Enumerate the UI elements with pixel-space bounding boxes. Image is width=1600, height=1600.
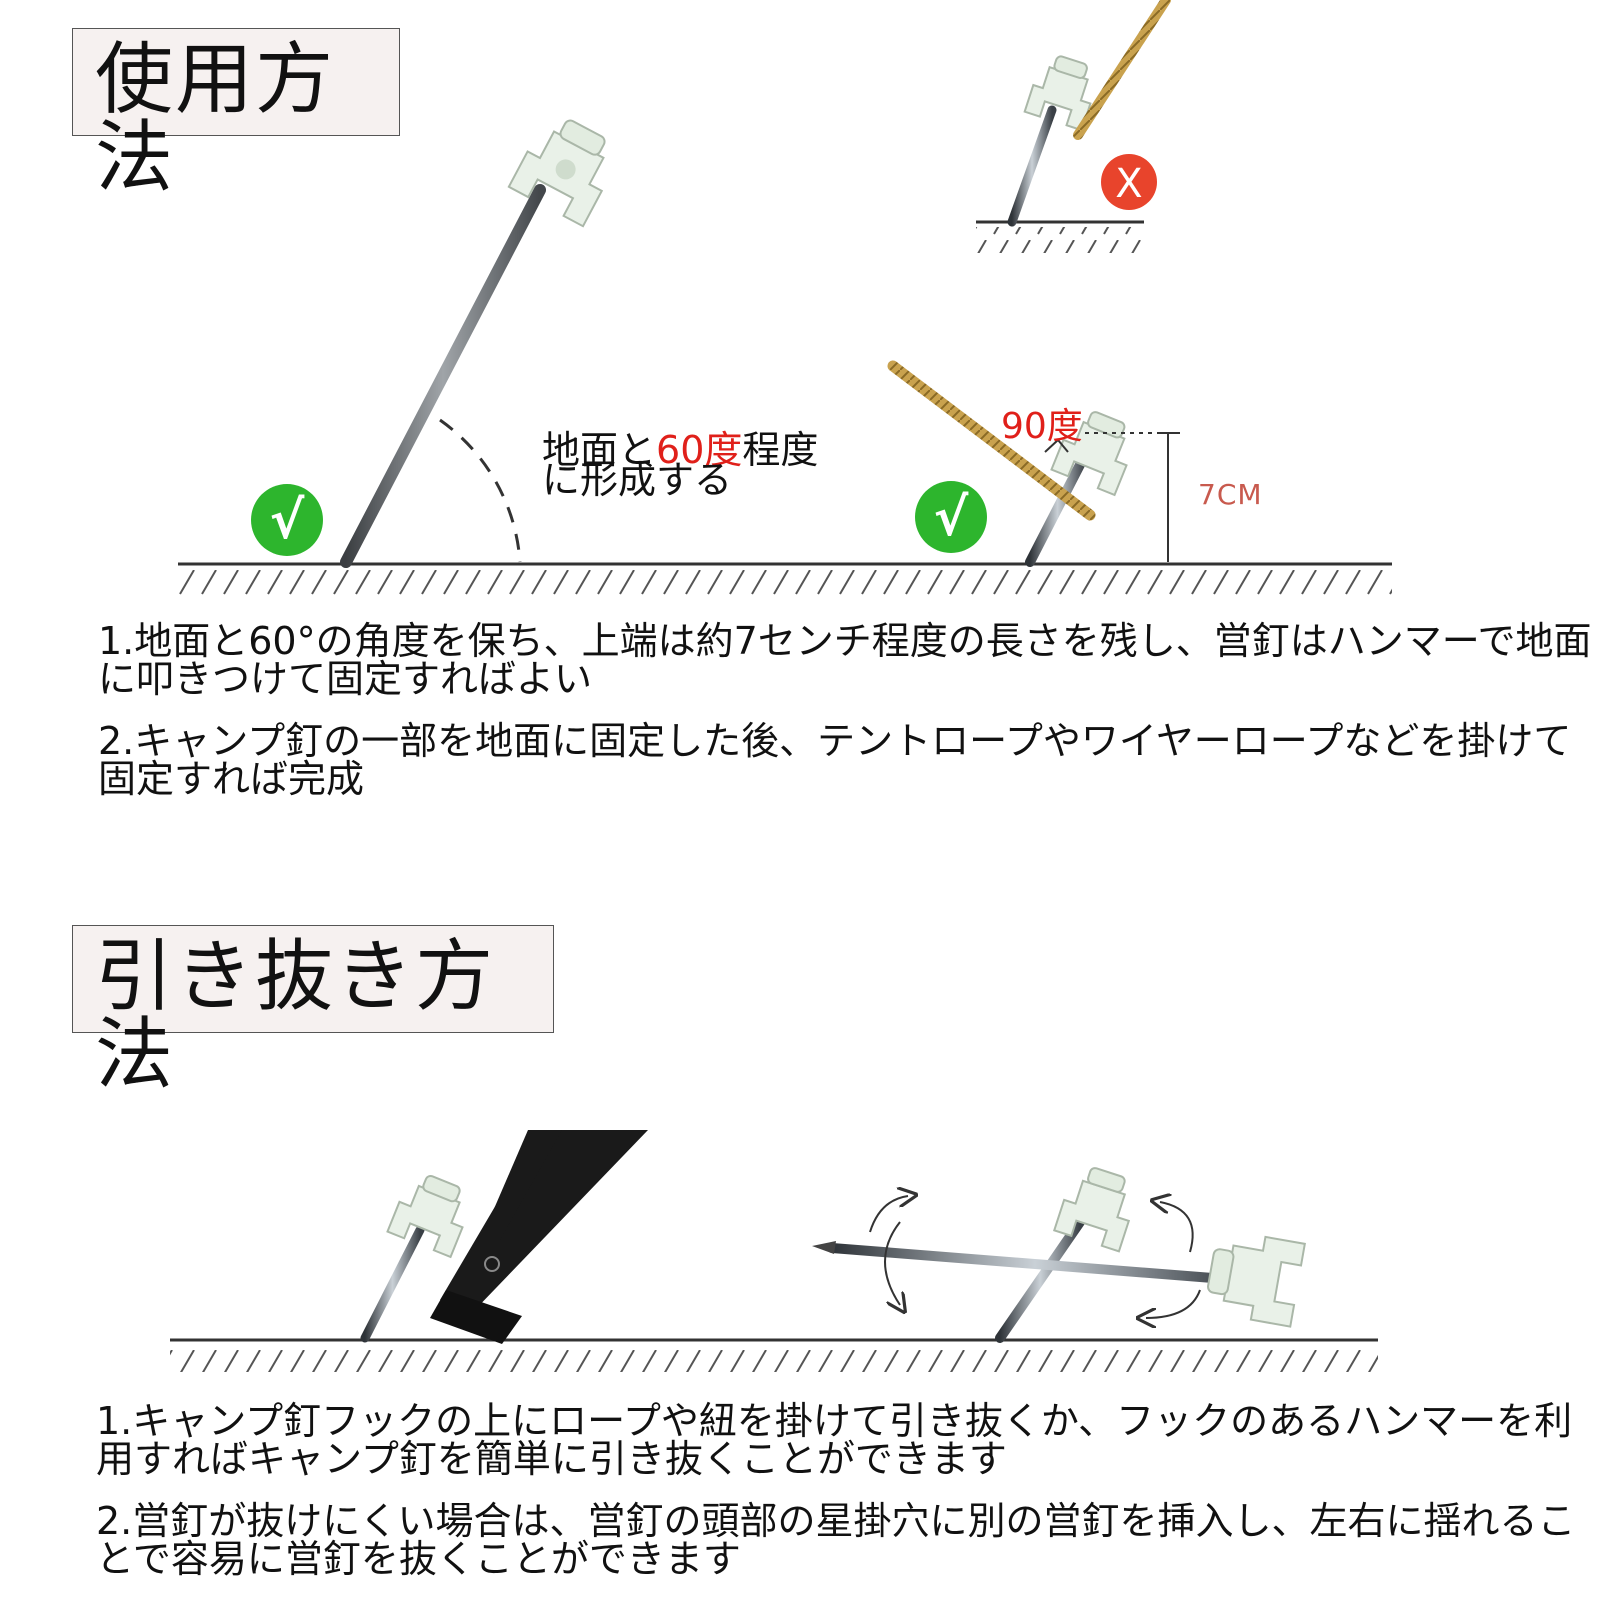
section-title-usage: 使用方法 xyxy=(72,28,400,197)
peg-60-degree xyxy=(340,119,606,568)
angle-label-line2: に形成する xyxy=(542,458,733,502)
wrong-example xyxy=(976,0,1171,253)
ground-line-1 xyxy=(178,562,1392,596)
section-title-removal: 引き抜き方法 xyxy=(72,925,554,1094)
check-icon-right: √ xyxy=(915,481,987,553)
angle-label-prefix: 地面と xyxy=(542,428,657,472)
angle-label-suffix: 程度 xyxy=(742,428,819,472)
ground-line-2 xyxy=(170,1338,1378,1372)
angle-label-highlight: 60度 xyxy=(656,428,743,472)
removal-step-1: 1.キャンプ釘フックの上にロープや紐を掛けて引き抜くか、フックのあるハンマーを利… xyxy=(96,1399,1573,1481)
label-90-degree: 90度 xyxy=(1001,406,1083,447)
label-7cm: 7CM xyxy=(1198,478,1263,511)
usage-step-1: 1.地面と60°の角度を保ち、上端は約7センチ程度の長さを残し、営釘はハンマーで… xyxy=(98,619,1592,701)
angle-label: 地面と60度程度 に形成する xyxy=(542,431,818,499)
peg-90-degree-with-rope xyxy=(887,360,1180,567)
svg-text:X: X xyxy=(1115,161,1142,207)
check-icon-left: √ xyxy=(251,484,323,556)
svg-text:√: √ xyxy=(934,488,969,548)
usage-step-2: 2.キャンプ釘の一部を地面に固定した後、テントロープやワイヤーロープなどを掛けて… xyxy=(98,719,1572,801)
removal-step-2: 2.営釘が抜けにくい場合は、営釘の頭部の星掛穴に別の営釘を挿入し、左右に揺れるこ… xyxy=(96,1499,1576,1581)
peg-lever-removal xyxy=(812,1167,1306,1343)
svg-text:√: √ xyxy=(270,491,305,551)
peg-with-hammer xyxy=(360,1130,648,1344)
wrong-icon: X xyxy=(1101,154,1157,210)
